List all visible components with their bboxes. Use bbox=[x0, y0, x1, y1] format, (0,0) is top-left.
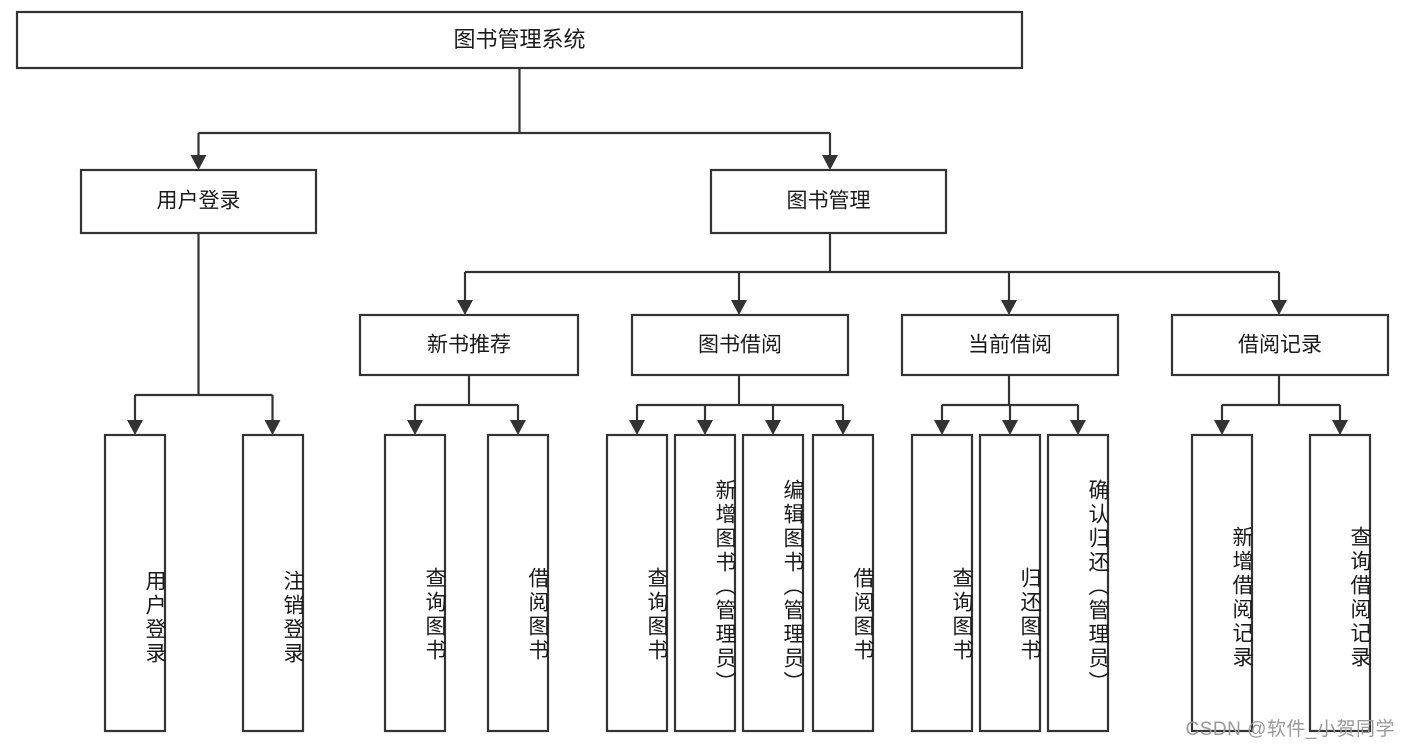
connector-group-current-borrow bbox=[934, 375, 1086, 435]
arrow-head-current-borrow bbox=[1001, 300, 1017, 315]
node-book-manage[interactable]: 图书管理 bbox=[709, 168, 948, 235]
arrow-head-leaf-user-login bbox=[127, 420, 143, 435]
leaf-query-book-2-box[interactable] bbox=[605, 433, 669, 733]
node-user-login[interactable]: 用户登录 bbox=[79, 168, 318, 235]
leaf-return-book-box[interactable] bbox=[978, 433, 1042, 733]
arrow-head-leaf-query-record bbox=[1332, 420, 1348, 435]
arrow-head-book-borrow bbox=[731, 300, 747, 315]
leaf-query-record-box[interactable] bbox=[1308, 433, 1372, 733]
connector-group-root bbox=[190, 68, 838, 170]
node-borrow-record-box[interactable] bbox=[1170, 313, 1390, 377]
csdn-watermark: CSDN @软件_小贺同学 bbox=[1185, 719, 1395, 740]
node-root[interactable]: 图书管理系统 bbox=[15, 10, 1024, 70]
node-user-login-label: 用户登录 bbox=[157, 190, 241, 213]
arrow-head-leaf-borrow-book-1 bbox=[510, 420, 526, 435]
connector-group-new-book-recommend bbox=[407, 375, 526, 435]
node-new-book-recommend-box[interactable] bbox=[358, 313, 580, 377]
node-book-borrow-label: 图书借阅 bbox=[698, 334, 782, 357]
arrow-head-user-login bbox=[190, 155, 207, 170]
node-book-borrow-box[interactable] bbox=[630, 313, 850, 377]
node-new-book-recommend-label: 新书推荐 bbox=[427, 334, 511, 357]
connector-group-borrow-record bbox=[1214, 375, 1348, 435]
node-root-label: 图书管理系统 bbox=[453, 27, 585, 52]
node-book-borrow[interactable]: 图书借阅 bbox=[630, 313, 850, 377]
connector-group-book-manage bbox=[457, 233, 1287, 315]
arrow-head-leaf-add-book bbox=[697, 420, 713, 435]
arrow-head-leaf-return-book bbox=[1002, 420, 1018, 435]
connector-group-book-borrow bbox=[629, 375, 851, 435]
node-borrow-record[interactable]: 借阅记录 bbox=[1170, 313, 1390, 377]
leaf-edit-book-box[interactable] bbox=[741, 433, 805, 733]
leaf-boxes bbox=[103, 433, 1372, 733]
node-book-manage-box[interactable] bbox=[709, 168, 948, 235]
node-current-borrow[interactable]: 当前借阅 bbox=[900, 313, 1120, 377]
leaf-confirm-return-box[interactable] bbox=[1046, 433, 1110, 733]
leaf-user-login-box[interactable] bbox=[103, 433, 167, 733]
node-root-box[interactable] bbox=[15, 10, 1024, 70]
leaf-borrow-book-1-box[interactable] bbox=[486, 433, 550, 733]
arrow-head-leaf-add-record bbox=[1214, 420, 1230, 435]
leaf-add-record-box[interactable] bbox=[1190, 433, 1254, 733]
leaf-query-book-3-box[interactable] bbox=[910, 433, 974, 733]
node-book-manage-label: 图书管理 bbox=[787, 190, 871, 213]
arrow-head-borrow-record bbox=[1271, 300, 1287, 315]
arrow-head-leaf-edit-book bbox=[765, 420, 781, 435]
leaf-add-book-box[interactable] bbox=[673, 433, 737, 733]
leaf-query-book-1-box[interactable] bbox=[383, 433, 447, 733]
arrow-head-leaf-query-book-2 bbox=[629, 420, 645, 435]
arrow-head-leaf-confirm-return bbox=[1070, 420, 1086, 435]
connector-group-user-login bbox=[127, 233, 281, 435]
arrow-head-new-book-recommend bbox=[457, 300, 473, 315]
node-current-borrow-box[interactable] bbox=[900, 313, 1120, 377]
leaf-logout-login-box[interactable] bbox=[241, 433, 305, 733]
leaf-borrow-book-2-box[interactable] bbox=[811, 433, 875, 733]
node-new-book-recommend[interactable]: 新书推荐 bbox=[358, 313, 580, 377]
node-current-borrow-label: 当前借阅 bbox=[968, 334, 1052, 357]
node-borrow-record-label: 借阅记录 bbox=[1238, 334, 1322, 357]
arrow-head-leaf-logout-login bbox=[264, 420, 281, 435]
node-user-login-box[interactable] bbox=[79, 168, 318, 235]
arrow-head-leaf-borrow-book-2 bbox=[835, 420, 851, 435]
arrow-head-leaf-query-book-3 bbox=[934, 420, 950, 435]
arrow-head-book-manage bbox=[822, 155, 838, 170]
arrow-head-leaf-query-book-1 bbox=[407, 420, 423, 435]
